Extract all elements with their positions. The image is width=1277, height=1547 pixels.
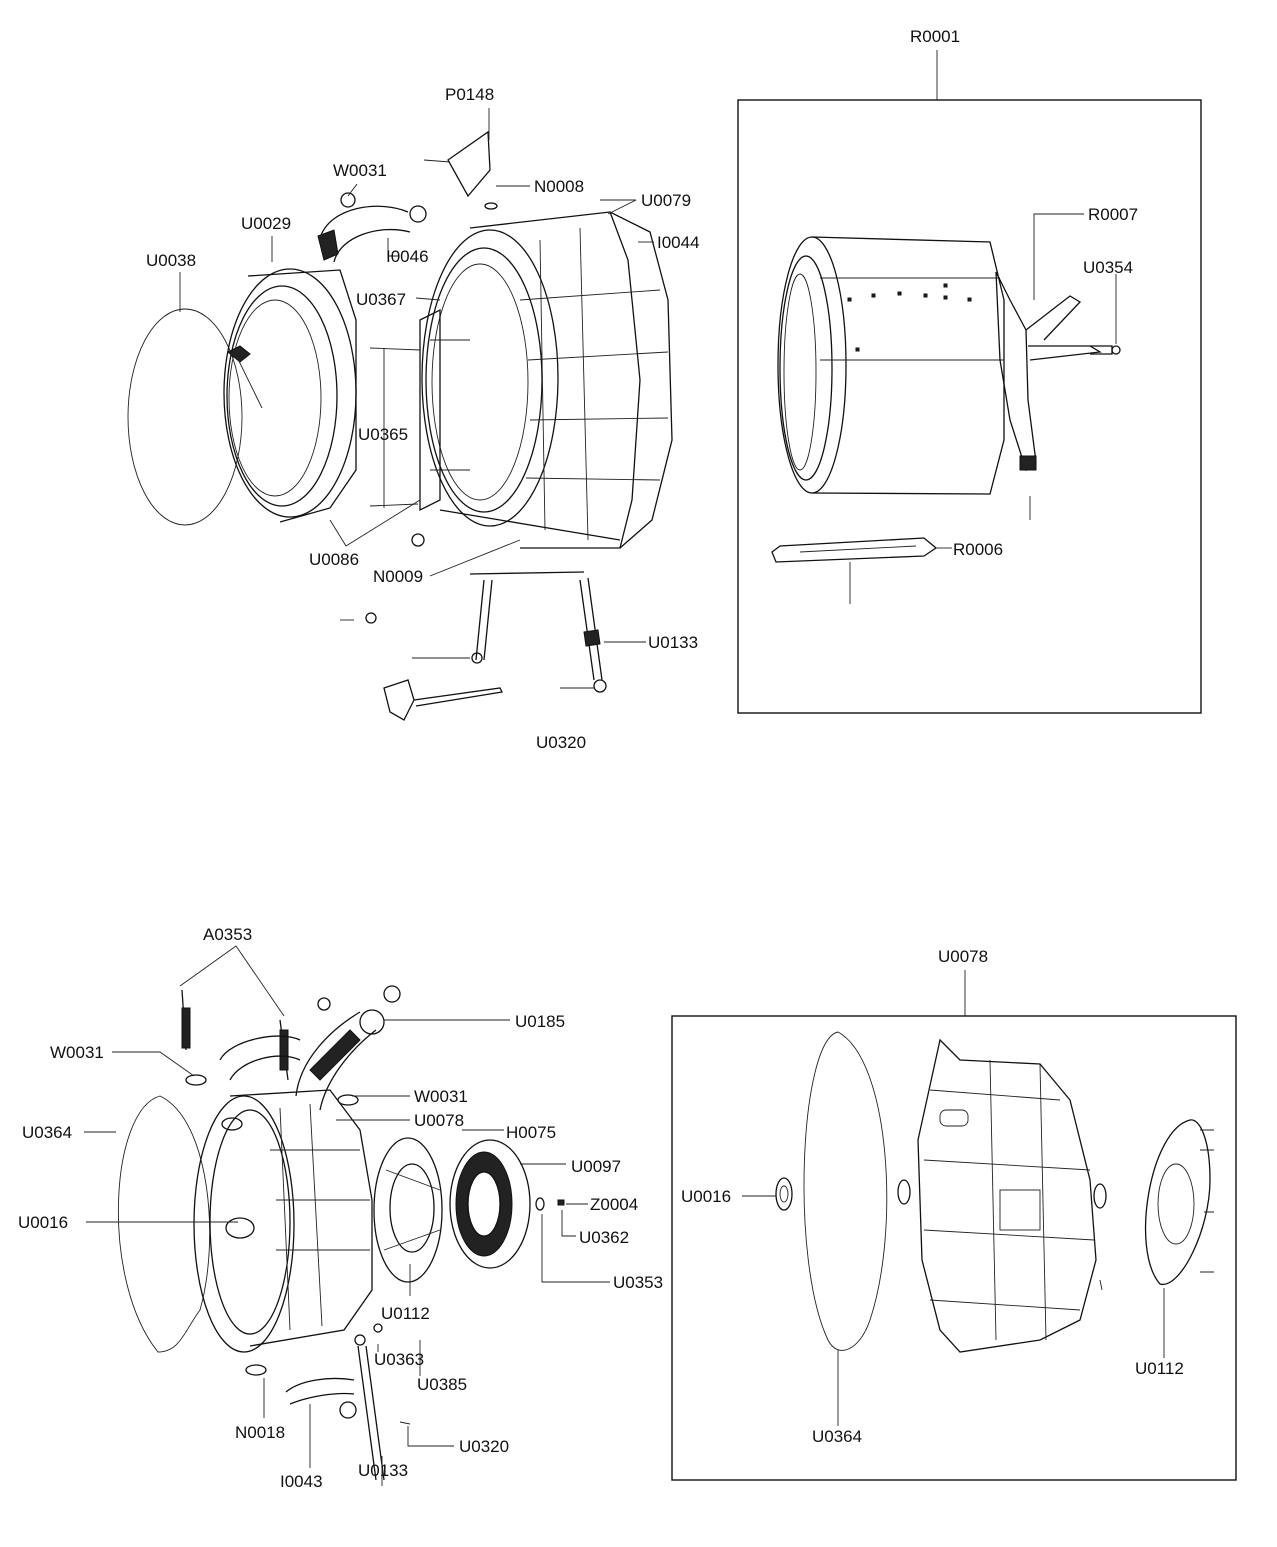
part-label-A0353: A0353 xyxy=(203,925,252,944)
part-label-U0364: U0364 xyxy=(812,1427,862,1446)
rear-tub-motor-assembly xyxy=(118,985,565,1481)
lifter-drawing xyxy=(771,537,938,563)
part-label-U0363: U0363 xyxy=(374,1350,424,1369)
part-label-H0075: H0075 xyxy=(506,1123,556,1142)
hose-u0185-drawing xyxy=(295,1011,377,1111)
part-label-U0362: U0362 xyxy=(579,1228,629,1247)
part-label-U0364: U0364 xyxy=(22,1123,72,1142)
part-label-U0112: U0112 xyxy=(381,1304,430,1323)
part-label-U0029: U0029 xyxy=(241,214,291,233)
rear-gasket-drawing-left xyxy=(118,1095,211,1353)
part-label-I0043: I0043 xyxy=(280,1472,323,1491)
labels-bottom-left: A0353 U0185 W0031 W0031 U0364 U0078 H007… xyxy=(18,925,663,1491)
door-gasket-drawing xyxy=(127,308,243,526)
part-label-R0006: R0006 xyxy=(953,540,1003,559)
part-label-W0031: W0031 xyxy=(414,1087,468,1106)
part-label-U0320: U0320 xyxy=(536,733,586,752)
part-label-P0148: P0148 xyxy=(445,85,494,104)
part-label-U0353: U0353 xyxy=(613,1273,663,1292)
part-label-U0078: U0078 xyxy=(938,947,988,966)
part-label-U0038: U0038 xyxy=(146,251,196,270)
part-label-U0385: U0385 xyxy=(417,1375,467,1394)
motor-shield-drawing xyxy=(1144,1119,1211,1285)
bracket-p0148-drawing xyxy=(447,130,491,198)
part-label-U0016: U0016 xyxy=(681,1187,731,1206)
front-tub-cover-drawing xyxy=(223,268,357,523)
rear-gasket-drawing-right xyxy=(803,1031,888,1351)
part-label-U0112: U0112 xyxy=(1135,1359,1184,1378)
part-label-N0009: N0009 xyxy=(373,567,423,586)
part-label-I0046: I0046 xyxy=(386,247,429,266)
part-label-U0367: U0367 xyxy=(356,290,406,309)
part-label-I0044: I0044 xyxy=(657,233,700,252)
rear-tub-body-drawing xyxy=(897,1038,1107,1353)
part-label-U0078: U0078 xyxy=(414,1111,464,1130)
leader-lines-bottom-left xyxy=(84,945,610,1486)
part-label-U0086: U0086 xyxy=(309,550,359,569)
part-label-U0354: U0354 xyxy=(1083,258,1133,277)
part-label-R0001: R0001 xyxy=(910,27,960,46)
part-label-U0016: U0016 xyxy=(18,1213,68,1232)
part-label-R0007: R0007 xyxy=(1088,205,1138,224)
rotor-h0075-drawing xyxy=(449,1139,531,1269)
part-label-U0320: U0320 xyxy=(459,1437,509,1456)
part-label-W0031: W0031 xyxy=(50,1043,104,1062)
rear-tub-drawing xyxy=(193,1089,373,1353)
bearing-drawing xyxy=(775,1177,793,1211)
spider-flange-drawing xyxy=(995,271,1102,472)
drain-hose-i0043-drawing xyxy=(285,1377,355,1405)
outer-tub-drawing xyxy=(419,211,673,549)
leader-lines-top-left xyxy=(179,108,654,643)
part-label-Z0004: Z0004 xyxy=(590,1195,638,1214)
shock-absorbers-drawing xyxy=(412,571,607,693)
part-label-U0133: U0133 xyxy=(358,1461,408,1480)
part-label-U0185: U0185 xyxy=(515,1012,565,1031)
drum-assembly-box: R0001 xyxy=(737,27,1202,714)
tub-front-assembly xyxy=(127,130,673,721)
part-label-N0008: N0008 xyxy=(534,177,584,196)
part-label-U0365: U0365 xyxy=(358,425,408,444)
bracket-u0320-drawing xyxy=(383,679,503,721)
labels-top-left: P0148 W0031 N0008 U0079 U0029 I0044 I004… xyxy=(146,85,700,752)
part-label-W0031: W0031 xyxy=(333,161,387,180)
springs-drawing xyxy=(181,989,289,1081)
part-label-U0079: U0079 xyxy=(641,191,691,210)
drum-drawing xyxy=(777,236,1005,495)
part-label-N0018: N0018 xyxy=(235,1423,285,1442)
part-label-U0097: U0097 xyxy=(571,1157,621,1176)
rear-tub-box: U0078 U0016 U0112 U0364 xyxy=(671,947,1237,1481)
stator-drawing xyxy=(373,1137,443,1283)
part-label-U0133: U0133 xyxy=(648,633,698,652)
